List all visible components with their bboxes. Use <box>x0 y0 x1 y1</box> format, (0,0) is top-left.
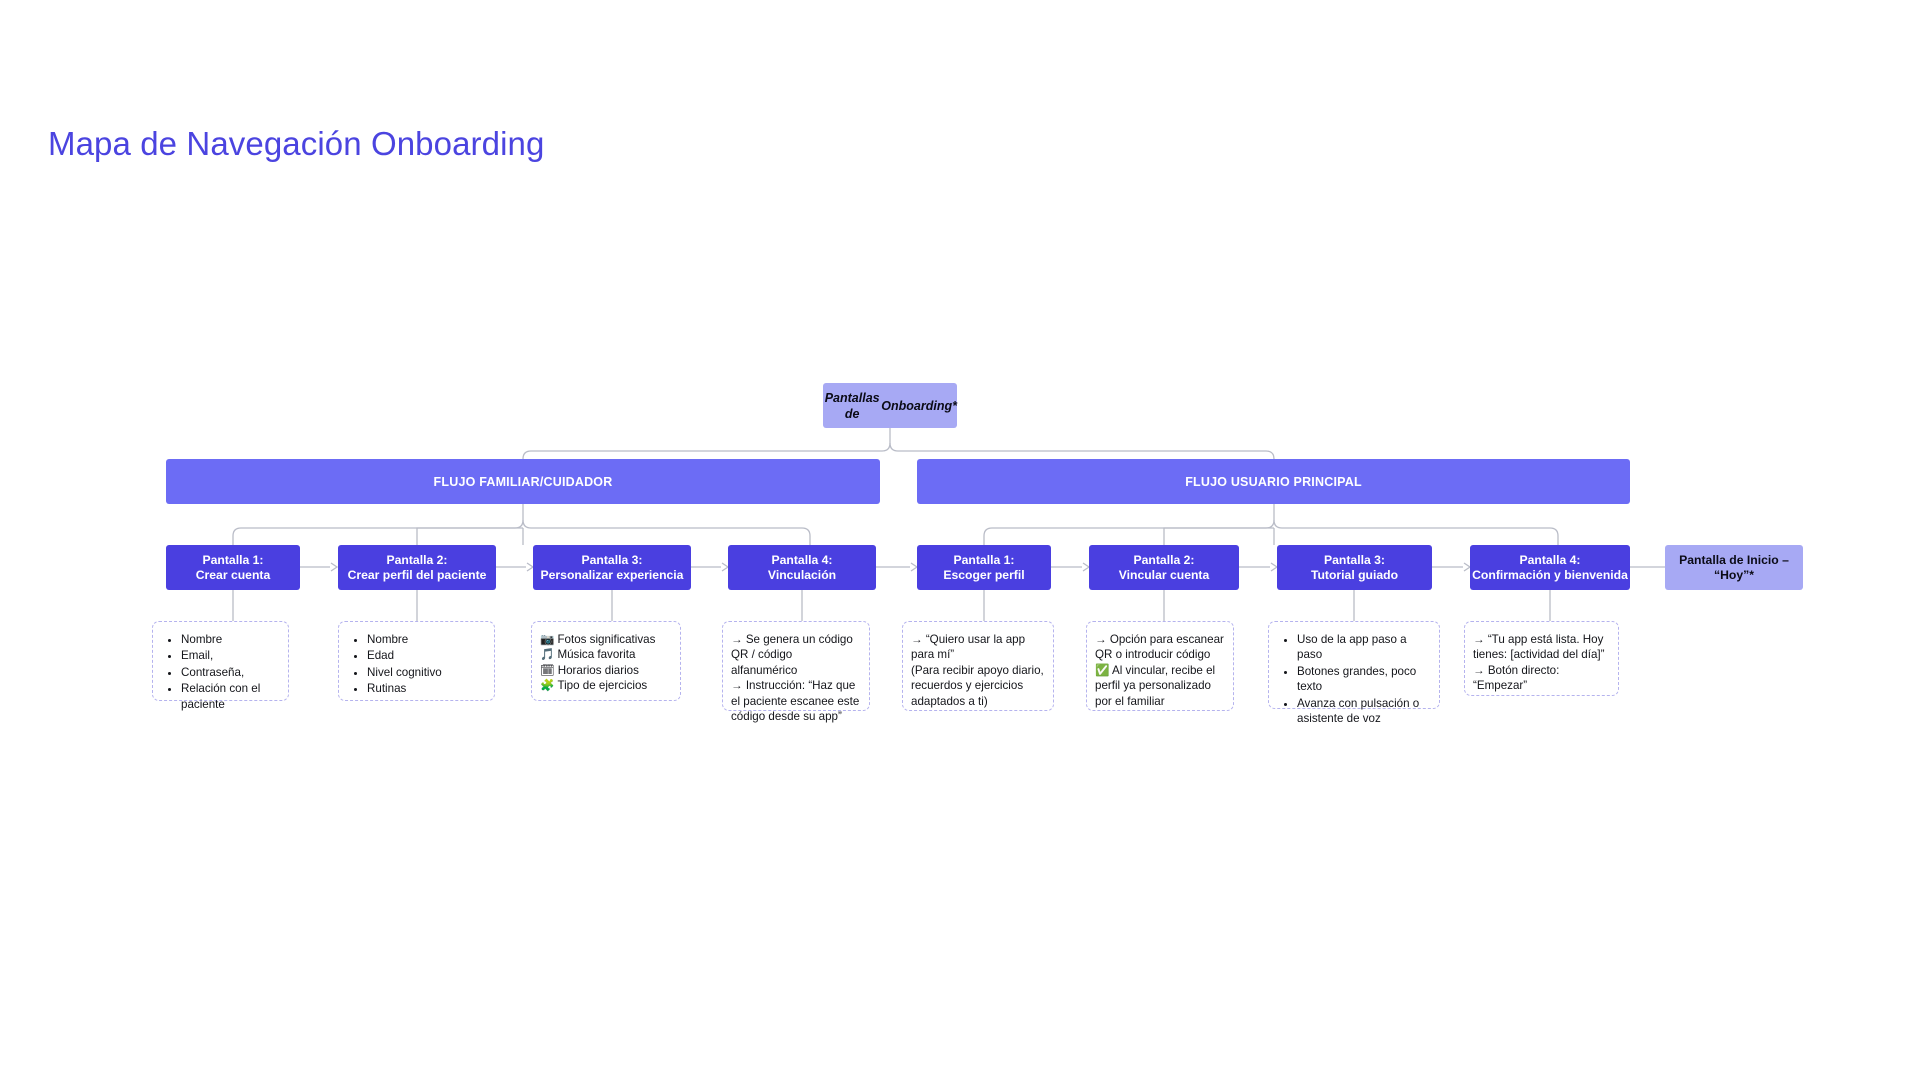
detail-line: → “Tu app está lista. Hoy tienes: [activ… <box>1473 633 1605 662</box>
screen-node-p2-line-1: Pantalla 2: <box>1133 552 1195 567</box>
detail-line-text: Tipo de ejercicios <box>557 679 648 693</box>
flow-bar-familiar-cuidador[interactable]: FLUJO FAMILIAR/CUIDADOR <box>166 459 880 504</box>
screen-node-f4-line-2: Vinculación <box>767 567 837 582</box>
list-item: Edad <box>367 648 486 663</box>
calendar-icon: 🗓 <box>540 663 555 677</box>
detail-line: 📷Fotos significativas <box>540 632 672 647</box>
detail-box-f3: 📷Fotos significativas 🎵Música favorita 🗓… <box>531 621 681 701</box>
detail-line: 🗓Horarios diarios <box>540 663 672 678</box>
music-note-icon: 🎵 <box>540 648 555 662</box>
puzzle-piece-icon: 🧩 <box>540 679 555 693</box>
detail-line: 🎵Música favorita <box>540 647 672 662</box>
flow-bar-familiar-label: FLUJO FAMILIAR/CUIDADOR <box>433 474 613 489</box>
screen-node-f1-line-2: Crear cuenta <box>195 567 271 582</box>
list-item: Rutinas <box>367 681 486 696</box>
list-item: Avanza con pulsación o asistente de voz <box>1297 696 1431 727</box>
root-node-line-2: Onboarding* <box>881 398 957 413</box>
flow-bar-principal-label: FLUJO USUARIO PRINCIPAL <box>1185 474 1362 489</box>
camera-icon: 📷 <box>540 633 555 646</box>
list-item: Botones grandes, poco texto <box>1297 664 1431 695</box>
detail-box-f4: → Se genera un código QR / código alfanu… <box>722 621 870 723</box>
screen-node-p3-line-1: Pantalla 3: <box>1324 552 1385 567</box>
screen-node-p3-line-2: Tutorial guiado <box>1310 567 1399 582</box>
list-item: Relación con el paciente <box>181 681 280 712</box>
detail-line: → “Quiero usar la app para mí” <box>911 633 1026 662</box>
list-item: Nombre <box>181 632 280 647</box>
detail-list-f1: Nombre Email, Contraseña, Relación con e… <box>163 632 280 712</box>
detail-list-p3: Uso de la app paso a paso Botones grande… <box>1279 632 1431 726</box>
screen-node-f3-line-2: Personalizar experiencia <box>540 567 684 582</box>
screen-node-p1-line-1: Pantalla 1: <box>953 552 1015 567</box>
detail-line-text: Horarios diarios <box>557 663 639 677</box>
final-node-line-1: Pantalla de Inicio – <box>1679 552 1789 567</box>
detail-box-p4: → “Tu app está lista. Hoy tienes: [activ… <box>1464 621 1619 696</box>
detail-list-f2: Nombre Edad Nivel cognitivo Rutinas <box>349 632 486 697</box>
detail-line: → Opción para escanear QR o introducir c… <box>1095 633 1224 662</box>
screen-node-p4-line-1: Pantalla 4: <box>1519 552 1581 567</box>
screen-node-f1-crear-cuenta[interactable]: Pantalla 1: Crear cuenta <box>166 545 300 590</box>
screen-node-p2-line-2: Vincular cuenta <box>1118 567 1210 582</box>
list-item: Nombre <box>367 632 486 647</box>
screen-node-p2-vincular-cuenta[interactable]: Pantalla 2: Vincular cuenta <box>1089 545 1239 590</box>
final-node-line-2: “Hoy”* <box>1714 567 1754 582</box>
list-item: Uso de la app paso a paso <box>1297 632 1431 663</box>
screen-node-p1-escoger-perfil[interactable]: Pantalla 1: Escoger perfil <box>917 545 1051 590</box>
detail-box-p3: Uso de la app paso a paso Botones grande… <box>1268 621 1440 725</box>
detail-line: (Para recibir apoyo diario, recuerdos y … <box>911 663 1044 708</box>
final-node-pantalla-inicio-hoy[interactable]: Pantalla de Inicio – “Hoy”* <box>1665 545 1803 590</box>
screen-node-f2-crear-perfil-paciente[interactable]: Pantalla 2: Crear perfil del paciente <box>338 545 496 590</box>
screen-node-p3-tutorial-guiado[interactable]: Pantalla 3: Tutorial guiado <box>1277 545 1432 590</box>
flow-bar-usuario-principal[interactable]: FLUJO USUARIO PRINCIPAL <box>917 459 1630 504</box>
detail-box-p2: → Opción para escanear QR o introducir c… <box>1086 621 1234 711</box>
screen-node-f3-personalizar-experiencia[interactable]: Pantalla 3: Personalizar experiencia <box>533 545 691 590</box>
root-node-line-1: Pantallas de <box>824 390 880 421</box>
detail-box-p1: → “Quiero usar la app para mí” (Para rec… <box>902 621 1054 711</box>
detail-line-text: Fotos significativas <box>557 633 656 646</box>
detail-line: → Instrucción: “Haz que el paciente esca… <box>731 679 860 724</box>
page-title: Mapa de Navegación Onboarding <box>48 125 545 162</box>
list-item: Nivel cognitivo <box>367 665 486 680</box>
screen-node-f2-line-1: Pantalla 2: <box>386 552 448 567</box>
detail-line: ✅ Al vincular, recibe el perfil ya perso… <box>1095 663 1216 708</box>
root-node-pantallas-onboarding[interactable]: Pantallas de Onboarding* <box>823 383 957 428</box>
list-item: Contraseña, <box>181 665 280 680</box>
screen-node-p1-line-2: Escoger perfil <box>943 567 1025 582</box>
detail-box-f2: Nombre Edad Nivel cognitivo Rutinas <box>338 621 495 701</box>
screen-node-p4-line-2: Confirmación y bienvenida <box>1472 567 1628 582</box>
screen-node-f2-line-2: Crear perfil del paciente <box>347 567 487 582</box>
screen-node-f4-line-1: Pantalla 4: <box>771 552 833 567</box>
screen-node-f4-vinculacion[interactable]: Pantalla 4: Vinculación <box>728 545 876 590</box>
detail-line: → Botón directo: “Empezar” <box>1473 663 1560 693</box>
list-item: Email, <box>181 648 280 663</box>
screen-node-f1-line-1: Pantalla 1: <box>202 552 264 567</box>
detail-line: → Se genera un código QR / código alfanu… <box>731 633 853 677</box>
detail-box-f1: Nombre Email, Contraseña, Relación con e… <box>152 621 289 711</box>
detail-line: 🧩Tipo de ejercicios <box>540 678 672 693</box>
screen-node-f3-line-1: Pantalla 3: <box>581 552 643 567</box>
detail-line-text: Música favorita <box>557 648 636 662</box>
screen-node-p4-confirmacion-bienvenida[interactable]: Pantalla 4: Confirmación y bienvenida <box>1470 545 1630 590</box>
